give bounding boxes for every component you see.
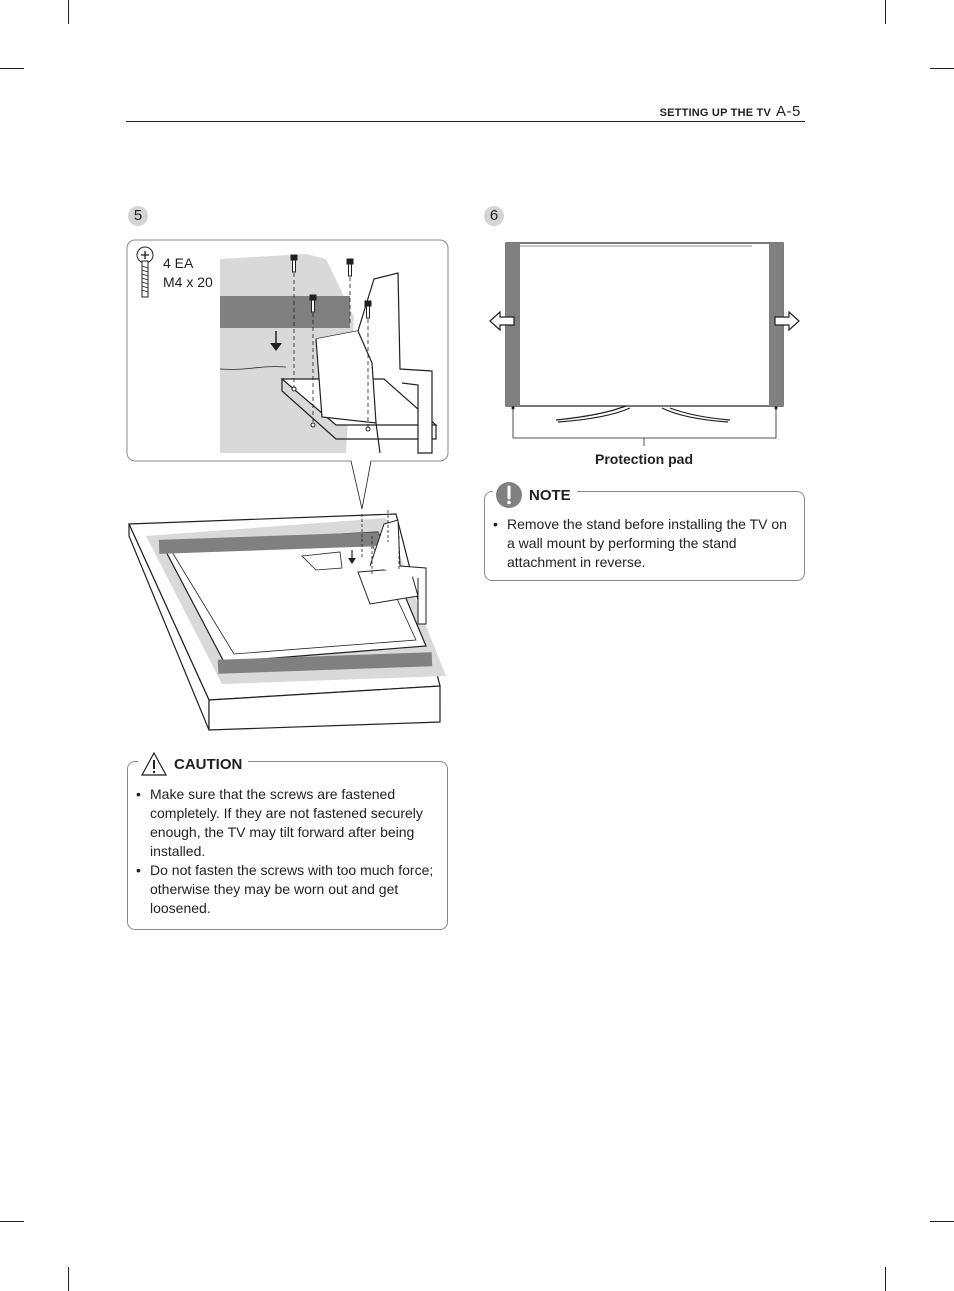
arrow-left-icon [489,310,515,332]
protection-pad-label: Protection pad [594,451,693,467]
note-title: NOTE [493,481,577,509]
step-5-number: 5 [128,206,148,226]
caution-title-text: CAUTION [174,755,243,773]
caution-list: Make sure that the screws are fastened c… [136,785,434,918]
step-5-tv-illustration [128,510,446,731]
crop-mark [885,0,886,24]
note-title-text: NOTE [529,486,571,504]
exclamation-icon [496,482,522,508]
note-list: Remove the stand before installing the T… [493,515,793,572]
crop-mark [68,0,69,24]
crop-mark [68,1267,69,1291]
page-number: A-5 [776,103,801,120]
crop-mark [930,68,954,69]
caution-item: Make sure that the screws are fastened c… [136,785,434,861]
crop-mark [930,1221,954,1222]
step-5-detail-illustration [126,239,449,510]
screw-icon [136,246,154,298]
screw-quantity: 4 EA [163,255,194,271]
warning-triangle-icon [140,751,168,776]
caution-title: CAUTION [138,751,249,777]
caution-box: CAUTION Make sure that the screws are fa… [127,751,448,930]
screw-size: M4 x 20 [163,274,213,290]
note-item: Remove the stand before installing the T… [493,515,793,572]
running-header-section: SETTING UP THE TV [659,107,771,119]
screw-spec-label: 4 EA M4 x 20 [163,254,213,292]
step-6-tv-illustration [489,242,800,446]
crop-mark [0,68,24,69]
caution-item: Do not fasten the screws with too much f… [136,861,434,918]
header-rule [126,121,805,122]
note-box: NOTE Remove the stand before installing … [484,481,805,581]
arrow-right-icon [774,310,800,332]
crop-mark [885,1267,886,1291]
crop-mark [0,1221,24,1222]
step-6-number: 6 [484,206,504,226]
